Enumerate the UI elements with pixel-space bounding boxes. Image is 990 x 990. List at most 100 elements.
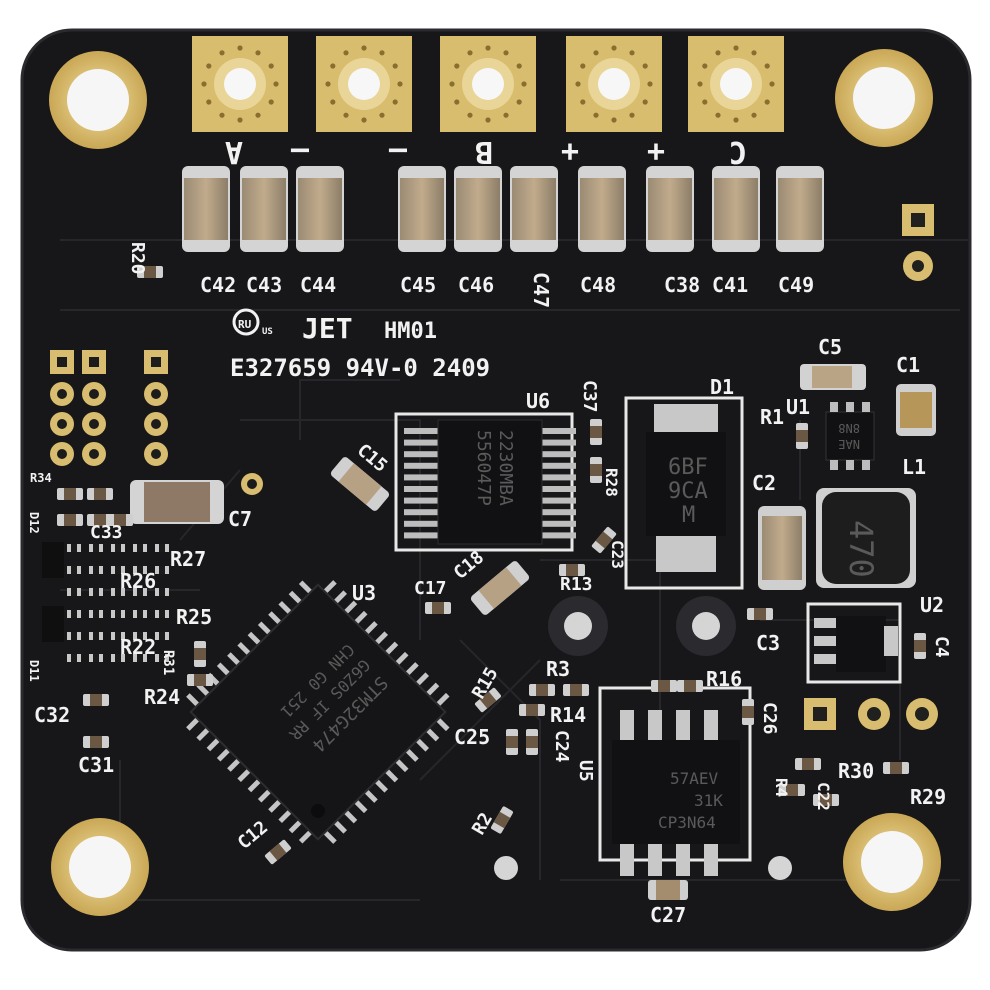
refdes-c37: C37 (579, 380, 600, 413)
chip-u5-line1: 57AEV (670, 769, 719, 788)
smd-passive (133, 654, 147, 662)
refdes-r3: R3 (546, 657, 570, 681)
chip-u3: STM32G474 G6Z0S IF RR CHN G0 251 (186, 580, 450, 844)
smd-passive (111, 632, 125, 640)
board-brand: JET (302, 312, 353, 345)
motor-pad (192, 36, 288, 132)
refdes-d1: D1 (710, 375, 734, 399)
capacitor-label: C43 (246, 273, 282, 297)
motor-pad (566, 36, 662, 132)
smd-passive (559, 564, 585, 576)
capacitor-label: C46 (458, 273, 494, 297)
diode-d1-line1: 6BF (668, 455, 708, 480)
refdes-d12: D12 (27, 512, 41, 534)
capacitor (646, 166, 694, 252)
smd-passive (89, 566, 103, 574)
pad-label: – (290, 134, 309, 169)
refdes-c17: C17 (414, 578, 447, 599)
smd-passive (506, 729, 518, 755)
refdes-r28: R28 (602, 468, 621, 497)
smd-passive (67, 654, 81, 662)
screw-post-left (548, 596, 608, 656)
smd-passive (155, 544, 169, 552)
pad-label: B (475, 134, 493, 169)
mount-hole-bottom-right (843, 813, 941, 911)
board-cert: E327659 94V-0 2409 (230, 354, 490, 382)
smd-passive (67, 632, 81, 640)
smd-passive (155, 654, 169, 662)
smd-passive (883, 762, 909, 774)
smd-passive (795, 758, 821, 770)
refdes-r29: R29 (910, 785, 946, 809)
refdes-r26: R26 (120, 569, 156, 593)
capacitor-label: C48 (580, 273, 616, 297)
smd-passive (67, 610, 81, 618)
mount-hole-top-left (49, 51, 147, 149)
svg-text:US: US (262, 327, 273, 337)
smd-passive (133, 588, 147, 596)
smd-passive (677, 680, 703, 692)
smd-passive (155, 610, 169, 618)
chip-u6-line1: 556047P (473, 430, 494, 506)
diode-d1: 6BF 9CA M (624, 396, 744, 590)
diode-d1-line3: M (682, 503, 695, 528)
refdes-c33: C33 (90, 522, 123, 543)
refdes-c2: C2 (752, 471, 776, 495)
header-pads-right (804, 698, 938, 730)
smd-passive (133, 632, 147, 640)
refdes-r14: R14 (550, 703, 586, 727)
smd-passive (111, 610, 125, 618)
refdes-c26: C26 (759, 702, 780, 735)
refdes-u5: U5 (575, 760, 596, 782)
capacitor-c18 (470, 561, 530, 615)
capacitor-label: C47 (529, 272, 553, 308)
refdes-c4: C4 (931, 636, 952, 658)
smd-passive (491, 806, 513, 834)
refdes-c31: C31 (78, 753, 114, 777)
refdes-r30: R30 (838, 759, 874, 783)
smd-passive (83, 694, 109, 706)
pad-label: + (647, 134, 665, 169)
smd-passive (529, 684, 555, 696)
smd-passive (194, 641, 206, 667)
smd-passive (89, 588, 103, 596)
smd-passive (187, 674, 213, 686)
diode-d11 (42, 606, 64, 642)
capacitor (182, 166, 230, 252)
passive-components (57, 266, 926, 865)
pad-label: C (729, 134, 747, 169)
motor-pad (688, 36, 784, 132)
pad-label: A (225, 134, 243, 169)
smd-passive (563, 684, 589, 696)
inductor-l1: 470 (816, 488, 916, 588)
smd-passive (155, 632, 169, 640)
refdes-c5: C5 (818, 335, 842, 359)
refdes-r31: R31 (160, 650, 176, 675)
refdes-l1: L1 (902, 455, 926, 479)
smd-passive (747, 608, 773, 620)
smd-passive (519, 704, 545, 716)
refdes-c3: C3 (756, 631, 780, 655)
capacitor (578, 166, 626, 252)
refdes-r4: R4 (772, 778, 791, 797)
refdes-c24: C24 (551, 730, 572, 763)
diode-d1-line2: 9CA (668, 479, 708, 504)
refdes-c1: C1 (896, 353, 920, 377)
mount-hole-bottom-left (51, 818, 149, 916)
capacitor (776, 166, 824, 252)
refdes-r1: R1 (760, 405, 784, 429)
smd-passive (133, 544, 147, 552)
smd-passive (67, 544, 81, 552)
chip-u5-line2: 31K (694, 791, 723, 810)
capacitor-label: C42 (200, 273, 236, 297)
refdes-u2: U2 (920, 593, 944, 617)
svg-text:RU: RU (238, 318, 252, 331)
refdes-r16: R16 (706, 667, 742, 691)
refdes-r25: R25 (176, 605, 212, 629)
smd-passive (526, 729, 538, 755)
capacitor (712, 166, 760, 252)
smd-passive (67, 566, 81, 574)
capacitor-label: C41 (712, 273, 748, 297)
